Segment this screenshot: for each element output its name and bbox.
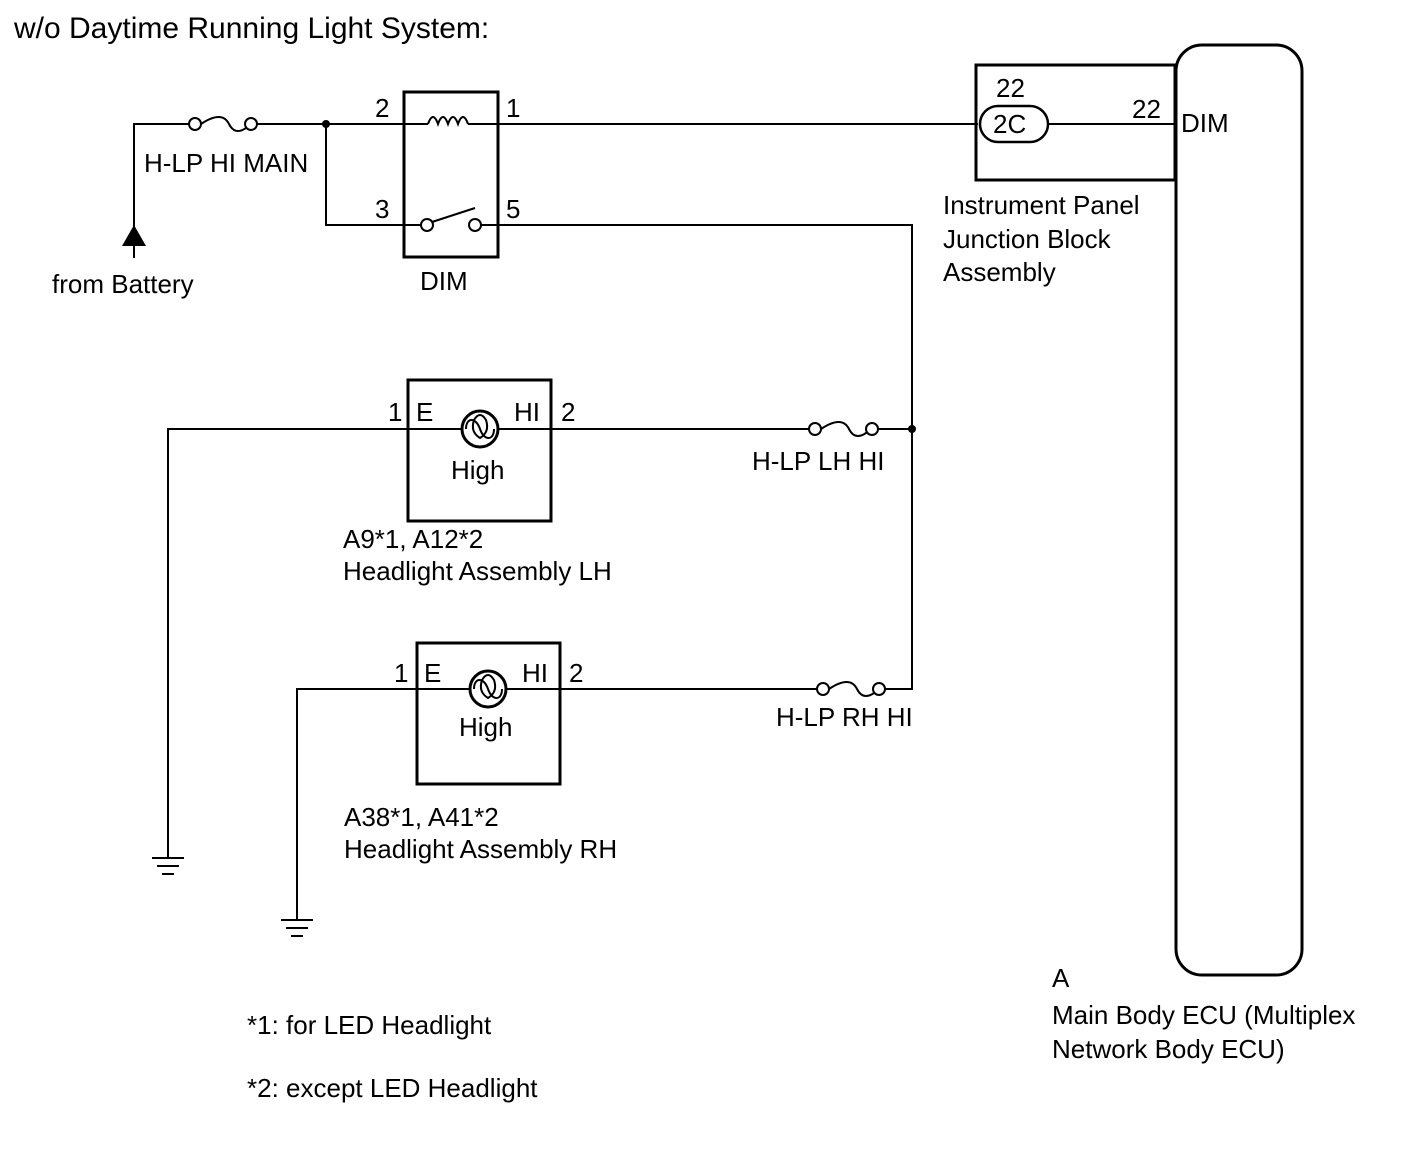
rh-name: Headlight Assembly RH (344, 834, 617, 864)
relay-pin-1: 1 (506, 93, 520, 123)
junction-block-name-3: Assembly (943, 257, 1056, 287)
relay-switch-contact (420, 218, 434, 232)
rh-pin-1: 1 (394, 658, 408, 688)
relay-coil-icon (427, 116, 469, 127)
connector-2c-label: 2C (993, 109, 1026, 139)
rh-codes: A38*1, A41*2 (344, 802, 499, 832)
rh-pin-2: 2 (569, 658, 583, 688)
ground-icon (152, 857, 184, 875)
battery-arrow-icon (122, 225, 146, 246)
rh-ground-wire (296, 688, 417, 920)
main-body-ecu-box (1174, 43, 1304, 977)
headlight-rh-box (415, 641, 562, 786)
lh-fuse-icon (808, 421, 879, 437)
relay-pin-5: 5 (506, 194, 520, 224)
dim-relay-box (402, 90, 500, 259)
rh-fuse-label: H-LP RH HI (776, 702, 913, 732)
junction-block-name-2: Junction Block (943, 224, 1112, 254)
junction-block-name-1: Instrument Panel (943, 190, 1140, 220)
lh-bulb-label: High (451, 455, 504, 485)
rh-bulb-label: High (459, 712, 512, 742)
lh-ground-wire (167, 428, 408, 858)
dim-relay-label: DIM (420, 266, 468, 296)
lh-pin-2: 2 (561, 397, 575, 427)
battery-label: from Battery (52, 269, 194, 299)
lh-fuse-label: H-LP LH HI (752, 446, 884, 476)
relay-switch-blade-icon (431, 207, 476, 223)
lh-pin-1: 1 (388, 397, 402, 427)
bulb-icon (468, 669, 508, 709)
relay-switch-contact (468, 218, 482, 232)
high-beam-feed-wire (498, 224, 913, 690)
lh-term-e: E (416, 397, 433, 427)
junction-pin-right: 22 (1132, 94, 1161, 124)
rh-term-hi: HI (522, 658, 548, 688)
main-fuse-label: H-LP HI MAIN (144, 148, 308, 178)
splice-dot (322, 120, 330, 128)
ground-icon (281, 919, 313, 937)
headlight-lh-box (406, 378, 553, 523)
junction-pin-left: 22 (996, 73, 1025, 103)
relay-pin-2: 2 (375, 93, 389, 123)
ecu-code: A (1052, 963, 1070, 993)
ecu-name-2: Network Body ECU) (1052, 1034, 1285, 1064)
main-fuse-icon (188, 116, 258, 132)
ecu-terminal-dim: DIM (1181, 108, 1229, 138)
ecu-name-1: Main Body ECU (Multiplex (1052, 1000, 1355, 1030)
lh-name: Headlight Assembly LH (343, 556, 612, 586)
bulb-icon (460, 409, 500, 449)
note-2: *2: except LED Headlight (247, 1073, 538, 1103)
battery-feed-wire (133, 123, 404, 245)
relay-pin-3: 3 (375, 194, 389, 224)
rh-term-e: E (424, 658, 441, 688)
lh-codes: A9*1, A12*2 (343, 524, 483, 554)
diagram-title: w/o Daytime Running Light System: (13, 12, 489, 45)
rh-fuse-icon (816, 681, 886, 697)
note-1: *1: for LED Headlight (247, 1010, 492, 1040)
lh-term-hi: HI (514, 397, 540, 427)
